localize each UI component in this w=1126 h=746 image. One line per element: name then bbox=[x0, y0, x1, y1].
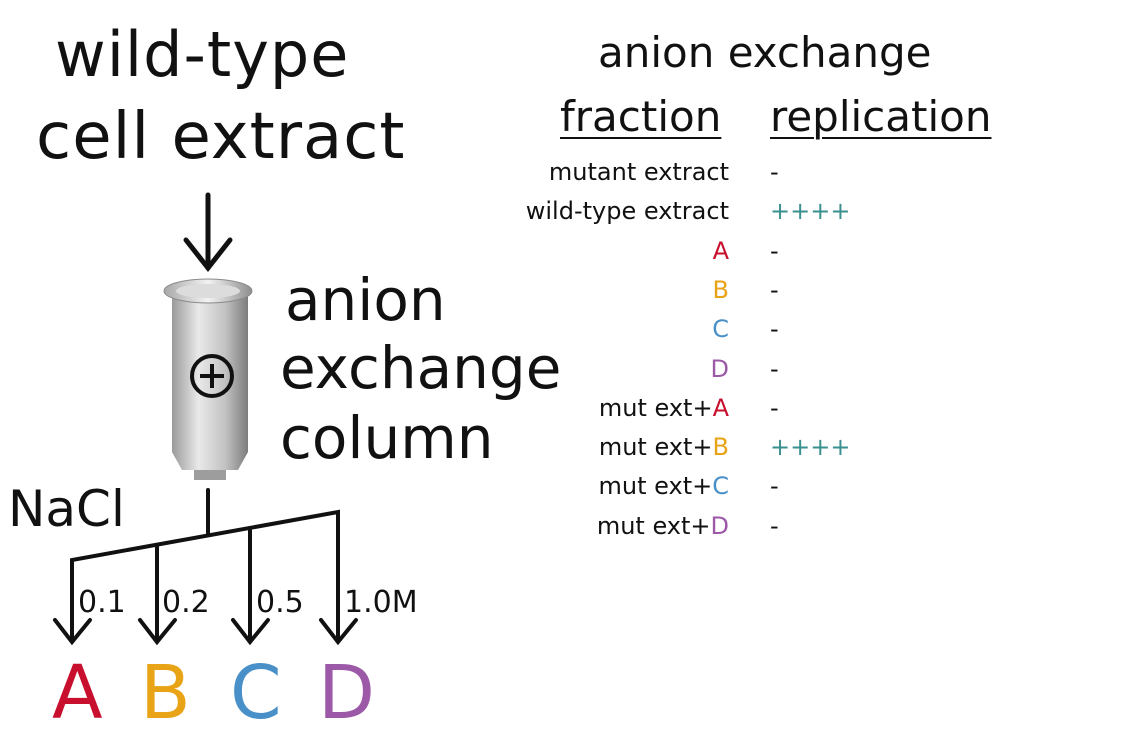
salt-label: NaCl bbox=[8, 480, 125, 538]
row-replication-result: - bbox=[770, 511, 779, 540]
table-row: mutant extract - bbox=[400, 158, 840, 192]
concentration-label: 0.5 bbox=[256, 585, 304, 620]
fraction-label-b: B bbox=[140, 650, 191, 736]
row-replication-result: - bbox=[770, 393, 779, 422]
row-fraction-label: mut ext+A bbox=[599, 394, 729, 422]
fraction-label-c: C bbox=[230, 650, 282, 736]
row-prefix: wild-type extract bbox=[525, 197, 729, 226]
row-replication-result: - bbox=[770, 315, 779, 344]
table-row: B- bbox=[400, 276, 840, 310]
row-prefix: mut ext+ bbox=[598, 433, 713, 462]
row-prefix: mut ext+ bbox=[598, 393, 713, 422]
row-fraction-label: wild-type extract bbox=[526, 197, 729, 225]
row-prefix: mut ext+ bbox=[598, 472, 713, 501]
row-fraction-label: B bbox=[713, 276, 729, 304]
row-replication-result: - bbox=[770, 275, 779, 304]
row-replication-result: - bbox=[770, 158, 779, 186]
table-row: mut ext+C - bbox=[400, 472, 840, 506]
column-label-line-2: exchange bbox=[280, 334, 562, 402]
concentration-label: 1.0M bbox=[344, 585, 418, 620]
row-fraction-letter: B bbox=[712, 433, 729, 462]
column-header-replication: replication bbox=[770, 92, 992, 141]
row-fraction-label: mut ext+B bbox=[599, 433, 729, 461]
row-prefix: mut ext+ bbox=[596, 511, 711, 540]
fraction-label-d: D bbox=[318, 650, 375, 736]
row-fraction-letter: C bbox=[712, 315, 729, 344]
table-row: C- bbox=[400, 315, 840, 349]
row-fraction-letter: D bbox=[710, 511, 729, 540]
column-label-line-3: column bbox=[280, 404, 494, 472]
row-fraction-label: A bbox=[713, 237, 729, 265]
table-row: mut ext+D - bbox=[400, 512, 840, 546]
table-row: mut ext+A - bbox=[400, 394, 840, 428]
concentration-label: 0.1 bbox=[78, 585, 126, 620]
row-replication-result: ++++ bbox=[770, 433, 851, 462]
column-tube-icon bbox=[163, 278, 253, 480]
fraction-label-a: A bbox=[52, 650, 103, 736]
concentration-label: 0.2 bbox=[162, 585, 210, 620]
row-replication-result: - bbox=[770, 236, 779, 265]
column-label-line-1: anion bbox=[285, 266, 446, 334]
row-replication-result: ++++ bbox=[770, 197, 851, 226]
table-row: wild-type extract ++++ bbox=[400, 197, 851, 231]
row-replication-result: - bbox=[770, 354, 779, 383]
row-fraction-letter: A bbox=[712, 393, 729, 422]
row-fraction-label: mut ext+C bbox=[599, 472, 729, 500]
title-line-1: wild-type bbox=[55, 18, 350, 91]
row-prefix: mutant extract bbox=[548, 158, 729, 186]
row-fraction-letter: A bbox=[712, 236, 729, 265]
table-row: mut ext+B ++++ bbox=[400, 433, 851, 467]
row-replication-result: - bbox=[770, 472, 779, 501]
table-heading: anion exchange bbox=[598, 28, 932, 77]
row-fraction-letter: B bbox=[712, 275, 729, 304]
title-line-2: cell extract bbox=[36, 100, 406, 174]
row-fraction-label: mutant extract bbox=[549, 158, 729, 186]
table-row: A- bbox=[400, 237, 840, 271]
column-header-fraction: fraction bbox=[560, 92, 722, 141]
row-fraction-letter: D bbox=[710, 354, 729, 383]
row-fraction-label: D bbox=[711, 355, 729, 383]
table-row: D- bbox=[400, 355, 840, 389]
row-fraction-label: C bbox=[712, 315, 729, 343]
row-fraction-letter: C bbox=[712, 472, 729, 501]
row-fraction-label: mut ext+D bbox=[597, 512, 729, 540]
input-arrow bbox=[183, 192, 233, 273]
fraction-tree bbox=[53, 488, 358, 646]
